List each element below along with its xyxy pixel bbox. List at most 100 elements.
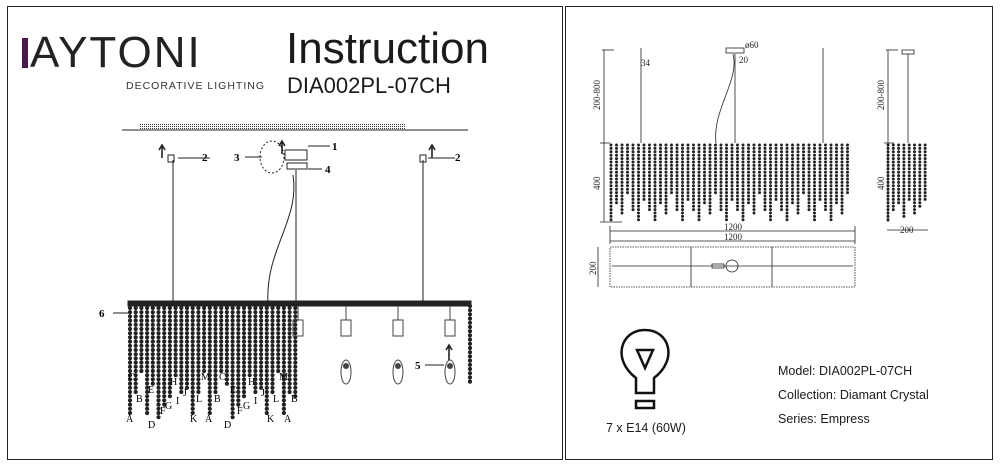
crystal-strand	[807, 143, 811, 212]
candle-bulb	[340, 359, 352, 385]
frame-crystal	[308, 300, 314, 306]
frame-crystal	[457, 300, 462, 306]
frame-crystal	[325, 300, 330, 306]
crystal-strand	[648, 143, 651, 212]
strand-label-C: C	[219, 372, 226, 383]
strand-label-M: M	[279, 372, 288, 383]
crystal-strand	[747, 143, 750, 205]
logo-tagline: DECORATIVE LIGHTING	[126, 80, 265, 92]
crystal-strand	[692, 143, 695, 212]
strand-label-B: B	[291, 394, 298, 405]
length-label-2: 1200	[724, 232, 743, 242]
end-crystal	[467, 354, 473, 359]
crystal-strand	[167, 305, 172, 399]
crystal-strand	[758, 143, 761, 195]
crystal-strand	[281, 305, 286, 416]
canopy	[284, 149, 308, 161]
end-crystal	[467, 329, 473, 334]
end-crystal	[467, 345, 473, 351]
side-body-height-label: 400	[876, 176, 886, 190]
strand-label-A: A	[205, 414, 213, 425]
strand-label-G: G	[165, 401, 172, 412]
crystal-strand	[736, 143, 739, 212]
frame-crystal	[429, 300, 435, 306]
end-crystal	[467, 303, 473, 309]
frame-crystal	[391, 300, 396, 306]
end-crystal	[467, 337, 473, 342]
canopy-height-label: 20	[739, 55, 749, 65]
frame-crystal	[385, 300, 391, 306]
strand-label-F: F	[160, 406, 166, 417]
frame-crystal	[330, 300, 336, 306]
lamp-holder	[444, 306, 456, 385]
end-crystal	[467, 362, 473, 367]
crystal-strand	[173, 305, 178, 378]
end-crystal	[467, 371, 473, 376]
crystal-strand	[659, 143, 662, 205]
crystal-strand	[241, 305, 247, 399]
strand-label-L: L	[196, 394, 202, 405]
crystal-strand	[207, 305, 212, 416]
lamp-holder	[392, 306, 404, 385]
crystal-strand	[708, 143, 712, 215]
crystal-strand	[846, 143, 849, 195]
frame-crystal	[435, 300, 440, 306]
strand-label-E: E	[148, 385, 154, 396]
crystal-strand	[145, 305, 150, 416]
crystal-strand	[670, 143, 673, 195]
bulb-spec: 7 x E14 (60W)	[606, 421, 686, 435]
strand-label-M: M	[201, 372, 210, 383]
crystal-strand	[918, 143, 922, 208]
frame-crystal	[380, 300, 385, 306]
crystal-strand	[139, 305, 144, 374]
crystal-strand	[202, 305, 207, 374]
end-crystal	[467, 350, 473, 355]
crystal-strand	[897, 143, 901, 205]
frame-crystal	[341, 300, 347, 306]
length-label-1: 1200	[724, 222, 743, 232]
strand-label-E: E	[230, 385, 236, 396]
crystal-strand	[133, 305, 138, 395]
end-crystal	[467, 312, 473, 317]
body-height-label: 400	[592, 176, 602, 190]
canopy-diameter-label: ø60	[745, 40, 759, 50]
crystal-strand	[156, 305, 161, 420]
crystal-strand	[236, 305, 241, 407]
end-crystal	[467, 358, 473, 363]
crystal-strand	[230, 305, 235, 420]
frame-crystal	[369, 300, 374, 306]
frame-crystal	[297, 300, 303, 306]
part-label-5: 5	[415, 360, 421, 372]
mount-height-label: 34	[641, 58, 651, 68]
crystal-strand	[213, 305, 218, 395]
part-label-2: 2	[455, 152, 461, 164]
frame-crystal	[336, 300, 341, 306]
logo-accent-bar	[22, 38, 28, 68]
strand-label-J: J	[261, 388, 265, 399]
part-label-1: 1	[332, 141, 338, 153]
crystal-strand	[609, 143, 613, 222]
strand-label-H: H	[248, 377, 255, 388]
side-rod-height-label: 200-800	[876, 80, 886, 110]
series-info: Series: Empress	[778, 412, 870, 426]
crystal-strand	[626, 143, 629, 195]
crystal-strands	[127, 300, 473, 420]
strand-label-A: A	[284, 414, 292, 425]
crystal-strand	[686, 143, 690, 201]
frame-crystal	[418, 300, 424, 306]
instruction-panel-left	[7, 6, 563, 460]
maytoni-logo: AYTONI	[22, 28, 202, 78]
crystal-strand	[752, 143, 756, 215]
strand-label-D: D	[148, 420, 155, 431]
frame-crystal	[451, 300, 457, 306]
crystal-strand	[796, 143, 800, 215]
crystal-strand	[270, 305, 275, 395]
strand-label-D: D	[224, 420, 231, 431]
crystal-strand	[620, 143, 624, 215]
end-crystal	[467, 308, 473, 313]
crystal-strand	[791, 143, 794, 205]
strand-label-I: I	[176, 396, 179, 407]
side-width-label: 200	[900, 225, 914, 235]
lamp-holder	[340, 306, 352, 385]
part-label-3: 3	[234, 152, 240, 164]
